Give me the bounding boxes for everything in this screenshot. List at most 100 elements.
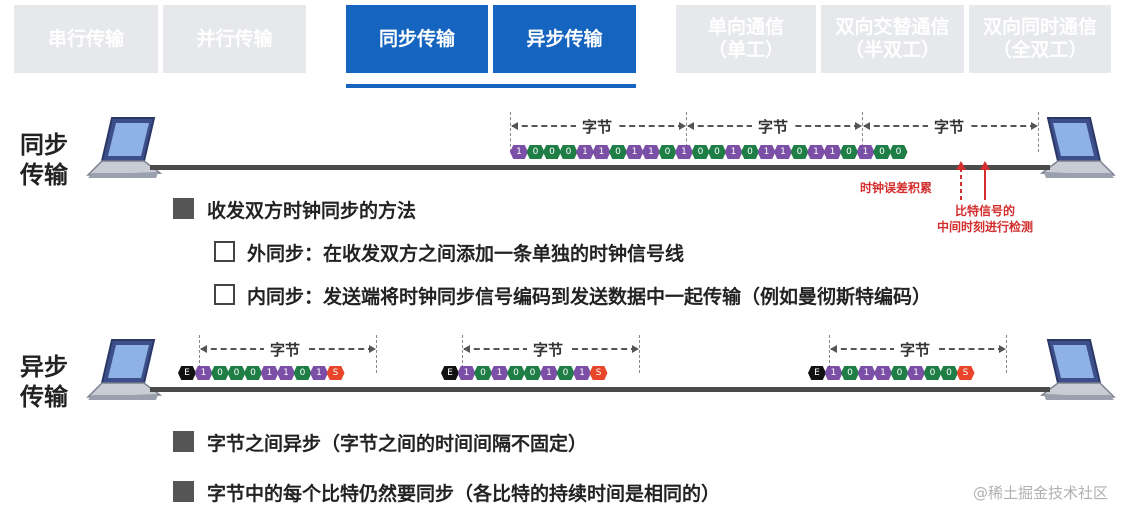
bit-cell: 1 [457, 366, 476, 380]
active-tab-underline [346, 84, 636, 88]
async-bullet-2: 字节中的每个比特仍然要同步（各比特的持续时间是相同的） [207, 483, 721, 505]
byte-label: 字节 [752, 116, 795, 137]
bit-cell: 0 [556, 366, 575, 380]
arrow-right-icon [679, 122, 686, 130]
bit-cell: 1 [824, 366, 843, 380]
bit-cell: 1 [490, 366, 509, 380]
byte-label: 字节 [576, 116, 619, 137]
bit-cell: 1 [907, 366, 925, 380]
bit-cell: 1 [592, 145, 611, 159]
bit-cell: 0 [790, 145, 809, 159]
mid-detect-note: 比特信号的 中间时刻进行检测 [920, 203, 1050, 235]
start-bit: E [441, 366, 459, 380]
bit-cell: 1 [510, 145, 528, 159]
async-label-line2: 传输 [20, 383, 68, 411]
bit-cell: 0 [840, 145, 858, 159]
tab-serial-label: 串行传输 [47, 27, 124, 50]
bit-cell: 0 [211, 366, 229, 380]
bit-cell: 1 [576, 145, 594, 159]
bit-cell: 0 [474, 366, 492, 380]
bit-cell: 0 [559, 145, 578, 159]
tab-full-duplex-label-2: （全双工） [992, 39, 1088, 61]
bit-cell: 0 [526, 145, 545, 159]
bit-cell: 0 [741, 145, 759, 159]
stop-bit: S [956, 366, 975, 380]
arrow-right-icon [855, 122, 862, 130]
sync-section-label: 同步 传输 [20, 130, 68, 190]
tab-async[interactable]: 异步传输 [493, 5, 636, 73]
bit-cell: 1 [724, 145, 743, 159]
bit-cell: 0 [923, 366, 942, 380]
bracket-tick [462, 335, 463, 373]
byte-label: 字节 [527, 339, 570, 360]
bit-cell: 0 [293, 366, 312, 380]
bracket-tick [829, 335, 830, 373]
bit-cell: 0 [658, 145, 677, 159]
bit-cell: 1 [857, 366, 876, 380]
arrow-left-icon [511, 122, 518, 130]
tab-parallel-label: 并行传输 [196, 27, 273, 50]
async-sender-laptop-icon [86, 339, 162, 400]
byte-label: 字节 [894, 339, 937, 360]
async-section-label: 异步 传输 [20, 352, 68, 412]
arrow-left-icon [200, 345, 207, 353]
internal-sync-checkbox[interactable] [214, 284, 235, 305]
bit-cell: 1 [260, 366, 279, 380]
bullet-square-icon [173, 431, 194, 452]
bit-cell: 1 [540, 366, 558, 380]
bit-cell: 1 [757, 145, 776, 159]
mid-detect-note-line1: 比特信号的 [954, 204, 1015, 218]
bit-cell: 1 [874, 366, 892, 380]
internal-sync-text: 内同步：发送端将时钟同步信号编码到发送数据中一起传输（例如曼彻斯特编码） [247, 286, 932, 308]
mid-detect-note-line2: 中间时刻进行检测 [936, 220, 1033, 234]
bit-cell: 0 [940, 366, 958, 380]
tab-full-duplex-label-1: 双向同时通信 [982, 16, 1097, 38]
byte-label: 字节 [928, 116, 971, 137]
bracket-tick [639, 335, 640, 373]
bit-cell: 1 [774, 145, 792, 159]
tab-serial[interactable]: 串行传输 [14, 5, 158, 73]
bit-cell: 0 [244, 366, 262, 380]
tab-parallel[interactable]: 并行传输 [163, 5, 306, 73]
bit-cell: 0 [841, 366, 859, 380]
tab-half-duplex-label-1: 双向交替通信 [835, 16, 950, 38]
bit-cell: 0 [609, 145, 627, 159]
tab-half-duplex[interactable]: 双向交替通信 （半双工） [821, 5, 964, 73]
bit-cell: 0 [708, 145, 726, 159]
clock-error-note: 时钟误差积累 [859, 181, 932, 195]
tab-half-duplex-label-2: （半双工） [844, 39, 940, 61]
bit-cell: 1 [823, 145, 842, 159]
bracket-tick [1038, 112, 1039, 152]
receiver-laptop-icon [1040, 117, 1116, 178]
bit-cell: 1 [194, 366, 213, 380]
bit-cell: 0 [873, 145, 891, 159]
bit-cell: 0 [523, 366, 542, 380]
bit-cell: 0 [507, 366, 525, 380]
sync-label-line1: 同步 [20, 131, 68, 159]
arrow-left-icon [830, 345, 837, 353]
async-label-line1: 异步 [20, 353, 68, 381]
stop-bit: S [326, 366, 345, 380]
tab-sync[interactable]: 同步传输 [346, 5, 488, 73]
arrow-right-icon [1031, 122, 1038, 130]
bracket-tick [510, 112, 511, 152]
bracket-tick [686, 112, 687, 152]
tab-full-duplex[interactable]: 双向同时通信 （全双工） [969, 5, 1111, 73]
external-sync-checkbox[interactable] [214, 241, 235, 262]
sync-methods-heading: 收发双方时钟同步的方法 [207, 200, 417, 222]
bullet-square-icon [173, 481, 194, 502]
arrow-left-icon [463, 345, 470, 353]
tab-simplex[interactable]: 单向通信 （单工） [676, 5, 816, 73]
bracket-tick [862, 112, 863, 152]
bit-cell: 0 [890, 366, 909, 380]
byte-label: 字节 [264, 339, 307, 360]
sync-transmission-line [150, 165, 1050, 170]
start-bit: E [178, 366, 196, 380]
arrow-right-icon [369, 345, 376, 353]
arrow-right-icon [999, 345, 1006, 353]
tab-simplex-label-1: 单向通信 [707, 16, 784, 38]
